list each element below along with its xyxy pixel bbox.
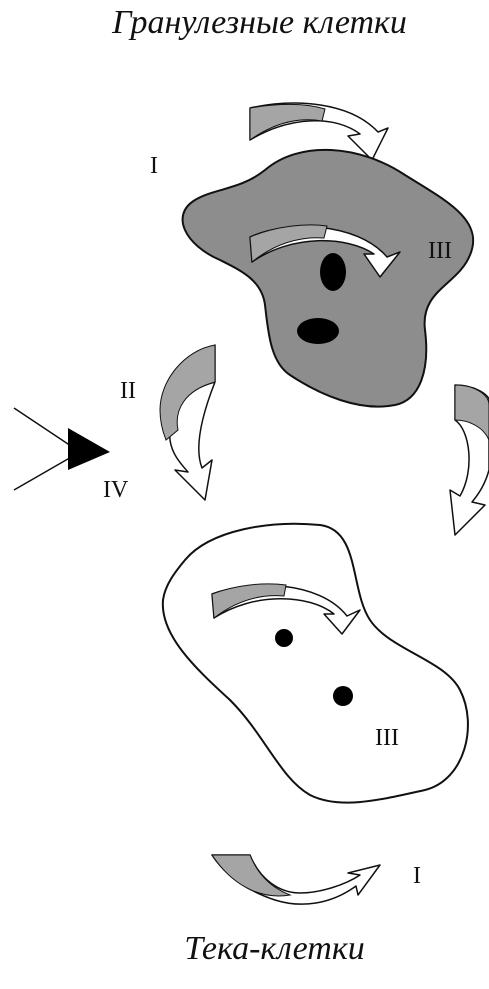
arrow-ii [160,345,215,500]
theca-cell [163,524,468,803]
granulosa-nucleus-1 [320,253,346,291]
label-ii: II [120,378,136,404]
label-iv: IV [103,477,129,503]
arrow-bottom-theca [212,855,380,904]
title-theca-cells: Тека-клетки [0,930,489,968]
granulosa-nucleus-2 [297,318,339,344]
arrow-iv-pointer [14,408,110,490]
theca-nucleus-2 [333,686,353,706]
arrow-right-edge [450,385,489,535]
label-i-top: I [150,153,158,179]
theca-nucleus-1 [275,629,293,647]
label-iii-top: III [428,238,452,264]
label-iii-bottom: III [375,725,399,751]
label-i-bottom: I [413,863,421,889]
